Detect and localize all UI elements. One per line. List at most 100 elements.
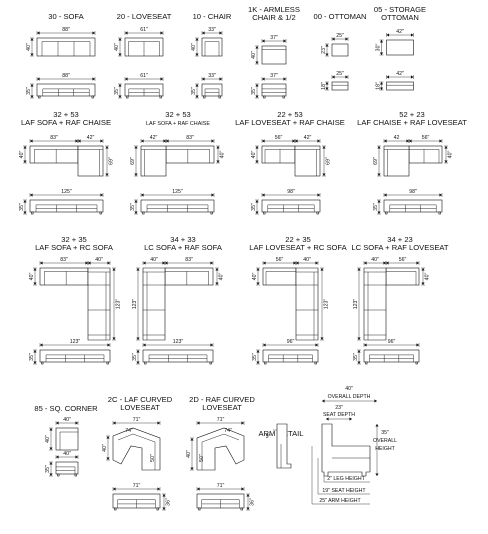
dimension-arrow <box>33 350 37 353</box>
total-width-label: 96" <box>388 339 396 345</box>
dimension-arrow <box>211 193 214 197</box>
height-label: 35" <box>19 203 25 211</box>
dimension-arrow <box>37 77 40 81</box>
front-outline <box>383 199 443 213</box>
front-outline <box>55 461 79 475</box>
front-outline <box>386 81 414 91</box>
piece-title: 1K - ARMLESS <box>248 5 300 14</box>
dimension-arrow <box>56 421 59 425</box>
leg <box>74 473 77 477</box>
width-label: 33" <box>208 27 216 33</box>
overall-height-value: 35" <box>381 430 389 436</box>
back-line <box>59 431 78 450</box>
curved-laf: 2C - LAF CURVEDLOVESEAT71"74"50"40"71"36… <box>102 395 173 511</box>
dimension-arrow <box>49 447 53 450</box>
leg <box>57 473 60 477</box>
dimension-arrow <box>241 487 244 491</box>
arm-profile <box>276 423 292 469</box>
dimension-arrow <box>136 337 140 340</box>
height-label: 35" <box>251 203 257 211</box>
dimension-arrow <box>317 139 320 143</box>
piece-title: 85 - SQ. CORNER <box>34 404 98 413</box>
dimension-arrow <box>125 77 128 81</box>
height-label: 18" <box>321 82 327 90</box>
dimension-arrow <box>325 82 329 85</box>
dimension-arrow <box>160 31 163 35</box>
depth-label: 40" <box>26 43 32 51</box>
dimension-arrow <box>190 438 194 441</box>
leg <box>156 507 159 511</box>
leg <box>114 507 117 511</box>
section-width-label: 40" <box>303 257 311 263</box>
dimension-arrow <box>292 139 295 143</box>
depth-label: 40" <box>102 444 108 452</box>
plan-outline <box>262 267 297 286</box>
plan-outline <box>331 43 349 57</box>
dimension-arrow <box>78 139 81 143</box>
section-width-label: 56" <box>422 135 430 141</box>
dimension-arrow <box>256 361 260 364</box>
depth-label: 40" <box>251 51 257 59</box>
curved-raf: 2D - RAF CURVEDLOVESEAT71"74"50"40"71"36… <box>186 395 256 511</box>
leg <box>126 95 129 99</box>
dimension-arrow <box>345 75 348 79</box>
dimension-arrow <box>40 343 43 347</box>
dimension-arrow <box>255 211 259 214</box>
dimension-arrow <box>118 53 122 56</box>
dimension-arrow <box>296 261 299 265</box>
dimension-arrow <box>255 84 259 87</box>
depth-label: 40" <box>45 435 51 443</box>
front-width-label: 37" <box>270 73 278 79</box>
dimension-arrow <box>379 52 384 55</box>
dimension-arrow <box>322 173 326 176</box>
dimension-arrow <box>162 261 165 265</box>
piece-subtitle: LAF LOVESEAT + RC SOFA <box>249 243 347 252</box>
height-label: 35" <box>373 203 379 211</box>
dimension-arrow <box>85 261 88 265</box>
segment-label: 74" <box>224 428 232 434</box>
leg <box>203 95 206 99</box>
leg <box>142 211 145 215</box>
depth-label: 69" <box>373 157 379 165</box>
front-outline <box>142 349 214 363</box>
dimension-arrow <box>195 53 199 56</box>
chaise-outline <box>140 145 167 177</box>
dimension-arrow <box>246 507 250 510</box>
front-outline <box>331 81 349 91</box>
height-label: 35" <box>114 87 120 95</box>
dimension-arrow <box>377 200 381 203</box>
height-label: 35" <box>45 465 51 473</box>
width-label: 37" <box>270 35 278 41</box>
total-width-label: 123" <box>70 339 81 345</box>
piece-title: 22 + 35 <box>285 235 311 244</box>
dimension-arrow <box>262 77 265 81</box>
dimension-arrow <box>134 173 138 176</box>
dimension-arrow <box>219 77 222 81</box>
leg <box>240 507 243 511</box>
dimension-arrow <box>30 193 33 197</box>
dimension-arrow <box>262 193 265 197</box>
dimension-arrow <box>30 84 34 87</box>
total-width-label: 98" <box>409 189 417 195</box>
piece-subtitle: LC SOFA + RAF LOVESEAT <box>351 243 448 252</box>
section-width-label: 56" <box>276 257 284 263</box>
dimension-arrow <box>256 268 260 271</box>
piece-subtitle: LC SOFA + RAF SOFA <box>144 243 223 252</box>
dimension-arrow <box>202 31 205 35</box>
width-label: 42" <box>396 29 404 35</box>
dimension-arrow <box>118 95 122 98</box>
leg <box>159 95 162 99</box>
dimension-arrow <box>33 268 37 271</box>
dimension-arrow <box>166 139 169 143</box>
dimension-arrow <box>241 421 244 425</box>
dimension-arrow <box>283 39 286 43</box>
front-width-label: 61" <box>140 73 148 79</box>
dimension-arrow <box>384 139 387 143</box>
dimension-arrow <box>40 261 43 265</box>
dimension-arrow <box>357 337 361 340</box>
plan-outline <box>165 145 215 164</box>
dimension-arrow <box>105 173 109 176</box>
depth-label: 23" <box>321 46 327 54</box>
